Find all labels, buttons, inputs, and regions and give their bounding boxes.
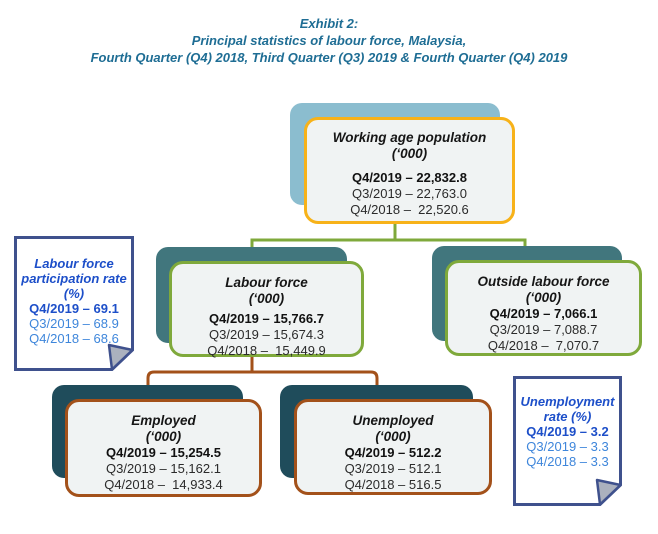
working-age-population-box: Working age population (‘000) Q4/2019 – …	[304, 117, 515, 224]
node-value-q4-2019: Q4/2019 – 7,066.1	[489, 306, 598, 321]
node-value-q3-2019: Q3/2019 – 15,162.1	[106, 461, 221, 476]
folded-page-shape	[513, 376, 622, 506]
exhibit-title-line1: Exhibit 2:	[299, 16, 359, 31]
node-value-q4-2019: Q4/2019 – 512.2	[344, 445, 442, 460]
node-title: Working age population	[332, 130, 487, 145]
note-title: Labour force participation rate (%)	[21, 256, 127, 301]
node-value-q3-2019: Q3/2019 – 512.1	[344, 461, 442, 476]
node-unit: (‘000)	[375, 429, 411, 444]
node-title: Employed	[131, 413, 196, 428]
note-title: Unemployment rate (%)	[520, 394, 615, 424]
node-unit: (‘000)	[145, 429, 182, 444]
node-value-q4-2019: Q4/2019 – 22,832.8	[352, 170, 467, 185]
node-unit: (‘000)	[248, 291, 285, 306]
node-value-q3-2019: Q3/2019 – 22,763.0	[352, 186, 467, 201]
note-value-q4-2019: Q4/2019 – 69.1	[29, 301, 119, 316]
labour-force-box: Labour force (‘000) Q4/2019 – 15,766.7 Q…	[169, 261, 364, 358]
node-value-q3-2019: Q3/2019 – 7,088.7	[489, 322, 598, 337]
outside-labour-force-box: Outside labour force (‘000) Q4/2019 – 7,…	[445, 260, 642, 356]
employed-box: Employed (‘000) Q4/2019 – 15,254.5 Q3/20…	[65, 399, 262, 497]
unemployed-box: Unemployed (‘000) Q4/2019 – 512.2 Q3/201…	[294, 399, 492, 495]
brown-connector	[146, 355, 379, 386]
note-value-q3-2019: Q3/2019 – 3.3	[526, 439, 609, 454]
node-value-q3-2019: Q3/2019 – 15,674.3	[209, 327, 324, 342]
note-value-q4-2019: Q4/2019 – 3.2	[526, 424, 609, 439]
exhibit-title: Exhibit 2: Principal statistics of labou…	[0, 15, 658, 66]
node-value-q4-2018: Q4/2018 – 22,520.6	[350, 202, 469, 217]
note-value-q4-2018: Q4/2018 – 68.6	[29, 331, 119, 346]
node-value-q4-2018: Q4/2018 – 7,070.7	[487, 338, 600, 353]
unemployment-rate-note: Unemployment rate (%) Q4/2019 – 3.2 Q3/2…	[512, 375, 623, 507]
node-title: Outside labour force	[477, 274, 610, 289]
node-title: Unemployed	[352, 413, 434, 428]
node-value-q4-2018: Q4/2018 – 14,933.4	[104, 477, 223, 492]
folded-page-shape	[14, 236, 134, 371]
node-title: Labour force	[225, 275, 308, 290]
exhibit-title-line2: Principal statistics of labour force, Ma…	[191, 33, 467, 48]
node-unit: (‘000)	[391, 146, 428, 161]
note-value-q4-2018: Q4/2018 – 3.3	[526, 454, 609, 469]
note-value-q3-2019: Q3/2019 – 68.9	[29, 316, 119, 331]
node-unit: (‘000)	[525, 290, 562, 305]
node-value-q4-2018: Q4/2018 – 15,449.9	[207, 343, 326, 358]
node-value-q4-2019: Q4/2019 – 15,254.5	[106, 445, 221, 460]
page-fold-icon	[107, 343, 134, 371]
exhibit-title-line3: Fourth Quarter (Q4) 2018, Third Quarter …	[90, 50, 568, 65]
page-fold-icon	[595, 478, 622, 506]
node-value-q4-2019: Q4/2019 – 15,766.7	[209, 311, 324, 326]
green-connector	[250, 221, 527, 248]
node-value-q4-2018: Q4/2018 – 516.5	[344, 477, 442, 492]
lfpr-note: Labour force participation rate (%) Q4/2…	[13, 235, 135, 372]
